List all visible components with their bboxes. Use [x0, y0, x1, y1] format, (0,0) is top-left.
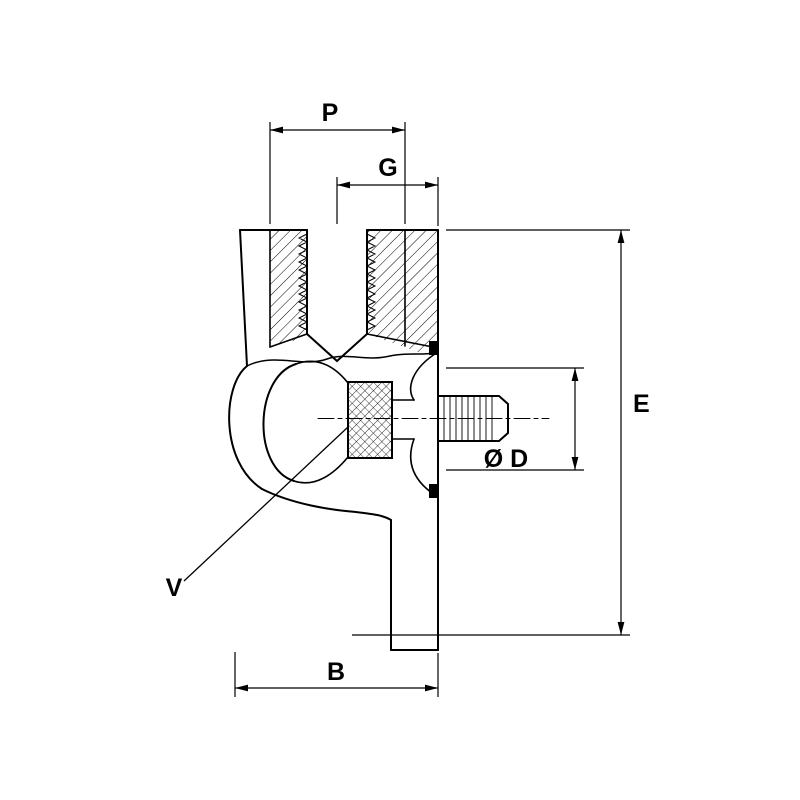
- callout-v-label: V: [166, 574, 183, 602]
- dimension-g-arrow-right: [425, 181, 438, 189]
- bore-cone-bottom: [306, 333, 368, 363]
- dimension-e: [352, 229, 630, 636]
- dimension-p-arrow-right: [392, 126, 405, 134]
- lobe-inner-arc: [262, 363, 297, 482]
- dimension-d-arrow-top: [571, 368, 579, 381]
- passage-bore-lines: [391, 399, 415, 440]
- lobe-outer-arc: [228, 365, 263, 490]
- dimension-g-extension-lines: [336, 177, 439, 226]
- o-ring-bottom: [429, 484, 439, 498]
- dimension-d-label: Ø D: [484, 445, 528, 473]
- dimension-e-arrow-top: [617, 230, 625, 243]
- dimension-d-arrow-bottom: [571, 457, 579, 470]
- thread-zigzag-right: [365, 233, 377, 331]
- cast-transition-line: [246, 351, 439, 367]
- dimension-p-extension-lines: [269, 122, 406, 224]
- body-left-edge: [239, 229, 248, 367]
- cavity-upper-curve: [410, 351, 439, 401]
- dimension-d-extension-lines: [446, 367, 584, 471]
- part-geometry: [228, 229, 550, 651]
- dimension-p: [269, 122, 406, 224]
- dimension-p-label: P: [322, 99, 339, 127]
- dimension-b-label: B: [327, 658, 345, 686]
- lobe-inner-arc-bottom-connector: [293, 456, 349, 484]
- dimension-e-arrow-bottom: [617, 622, 625, 635]
- callout-v: [183, 426, 349, 582]
- thread-zigzag-left: [297, 233, 309, 331]
- dimension-b-extension-lines: [234, 652, 439, 697]
- dimension-e-extension-lines: [352, 229, 630, 636]
- callout-v-leader-line: [183, 426, 349, 582]
- dimension-d: [446, 367, 584, 471]
- lobe-inner-arc-top-connector: [295, 360, 349, 384]
- body-bottom-outline: [261, 488, 392, 521]
- plug-knurled-cap: [347, 381, 393, 459]
- dimension-g: [336, 177, 439, 226]
- port-wall-bottom-edges: [269, 333, 439, 349]
- port-right-wall-hatch: [367, 230, 438, 352]
- dimension-g-label: G: [378, 154, 397, 182]
- dimension-e-label: E: [633, 390, 650, 418]
- dimension-g-arrow-left: [337, 181, 350, 189]
- port-left-wall-hatch: [270, 230, 307, 347]
- dimension-b-arrow-right: [425, 684, 438, 692]
- dimension-b-arrow-left: [235, 684, 248, 692]
- dimension-b: [234, 652, 439, 697]
- o-ring-top: [429, 341, 439, 355]
- dimension-p-arrow-left: [270, 126, 283, 134]
- port-bore-edges: [306, 229, 368, 335]
